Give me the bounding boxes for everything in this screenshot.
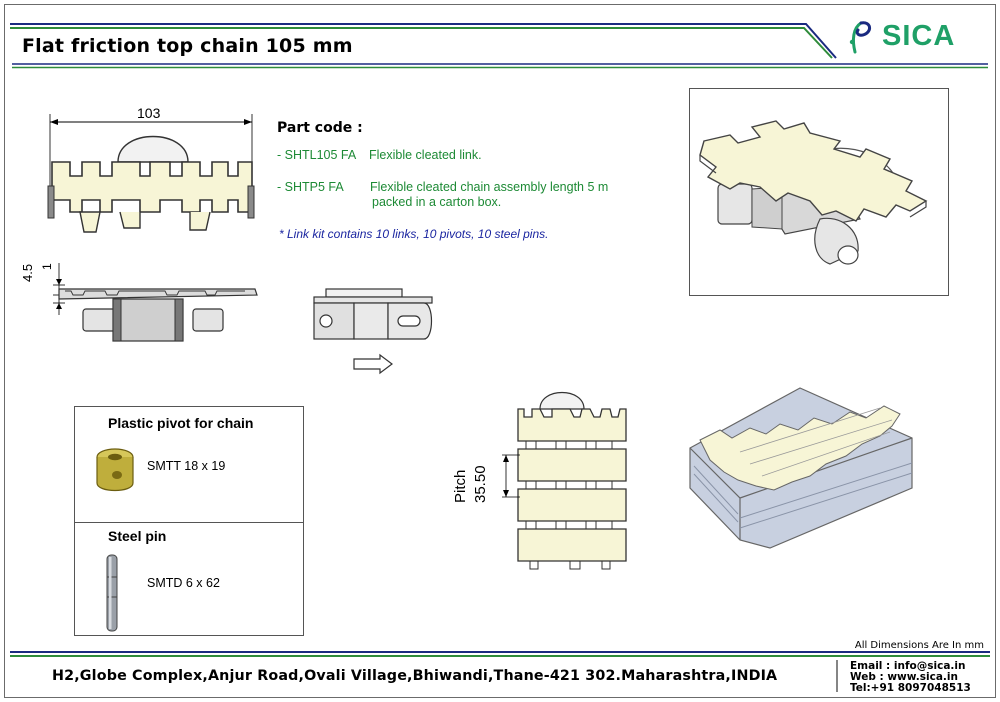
accessories-divider [75, 522, 303, 523]
dim-width: 103 [137, 105, 161, 121]
part-desc-2-line2: packed in a carton box. [372, 195, 502, 209]
chain-3d-view-box [689, 88, 949, 296]
pitch-label: Pitch [452, 469, 469, 503]
contact-web: Web : www.sica.in [850, 671, 958, 683]
chain-pitch-drawing [502, 391, 627, 570]
chain-rail-3d-view [689, 387, 913, 549]
company-address: H2,Globe Complex,Anjur Road,Ovali Villag… [52, 668, 778, 684]
dim-thickness: 1 [40, 263, 54, 270]
all-dimensions-note: All Dimensions Are In mm [854, 640, 984, 651]
part-code-2: - SHTP5 FA [277, 180, 344, 194]
chain-link-top-view [47, 114, 255, 233]
part-code-1: - SHTL105 FA [277, 148, 356, 162]
chain-link-side-view [53, 263, 258, 342]
contact-email: Email : info@sica.in [850, 660, 966, 672]
pitch-value: 35.50 [472, 465, 489, 503]
page-title: Flat friction top chain 105 mm [22, 35, 353, 57]
pivot-title: Plastic pivot for chain [108, 415, 254, 431]
pin-title: Steel pin [108, 528, 167, 544]
link-kit-note: * Link kit contains 10 links, 10 pivots,… [279, 227, 549, 241]
steel-pin-image [106, 554, 118, 632]
accessories-box: Plastic pivot for chain SMTT 18 x 19 Ste… [74, 406, 304, 636]
dim-height: 4.5 [20, 263, 35, 282]
part-desc-1: Flexible cleated link. [369, 148, 482, 162]
part-code-heading: Part code : [277, 120, 363, 136]
part-code-item-1: - SHTL105 FA Flexible cleated link. [277, 148, 482, 162]
pivot-side-drawing [313, 288, 433, 375]
sica-logo-icon [849, 21, 871, 54]
pin-code: SMTD 6 x 62 [147, 576, 220, 590]
pivot-code: SMTT 18 x 19 [147, 459, 226, 473]
chain-3d-illustration [699, 120, 928, 265]
sica-logo: SICA [846, 18, 955, 54]
page-frame [4, 4, 996, 698]
contact-tel: Tel:+91 8097048513 [850, 682, 971, 694]
logo-text: SICA [882, 19, 956, 52]
plastic-pivot-image [96, 448, 134, 492]
part-desc-2: Flexible cleated chain assembly length 5… [370, 180, 609, 194]
